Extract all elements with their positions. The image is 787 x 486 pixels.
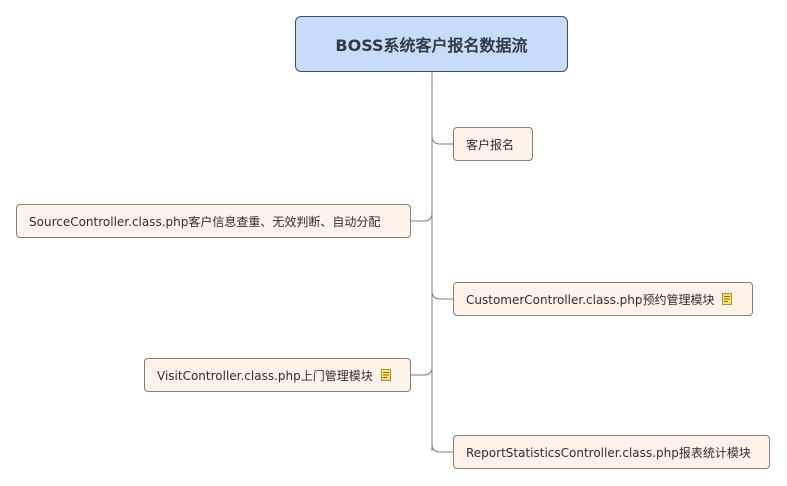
branch-line-3	[431, 290, 453, 300]
topic-visit-controller[interactable]: VisitController.class.php上门管理模块	[144, 358, 411, 392]
note-icon[interactable]	[722, 293, 733, 305]
branch-line-1	[431, 135, 453, 145]
topic-label: VisitController.class.php上门管理模块	[157, 368, 373, 383]
note-icon[interactable]	[380, 369, 391, 381]
topic-source-controller[interactable]: SourceController.class.php客户信息查重、无效判断、自动…	[16, 204, 411, 238]
root-topic-label: BOSS系统客户报名数据流	[335, 36, 528, 55]
topic-label: 客户报名	[466, 137, 515, 152]
topic-label: CustomerController.class.php预约管理模块	[466, 292, 715, 307]
branch-line-4	[411, 366, 433, 376]
topic-label: SourceController.class.php客户信息查重、无效判断、自动…	[29, 214, 381, 229]
topic-customer-signup[interactable]: 客户报名	[453, 127, 533, 161]
root-topic[interactable]: BOSS系统客户报名数据流	[295, 16, 568, 72]
topic-customer-controller[interactable]: CustomerController.class.php预约管理模块	[453, 282, 753, 316]
topic-label: ReportStatisticsController.class.php报表统计…	[466, 445, 751, 460]
topic-report-statistics-controller[interactable]: ReportStatisticsController.class.php报表统计…	[453, 435, 770, 469]
branch-line-2	[411, 212, 433, 222]
branch-line-5	[431, 443, 453, 453]
